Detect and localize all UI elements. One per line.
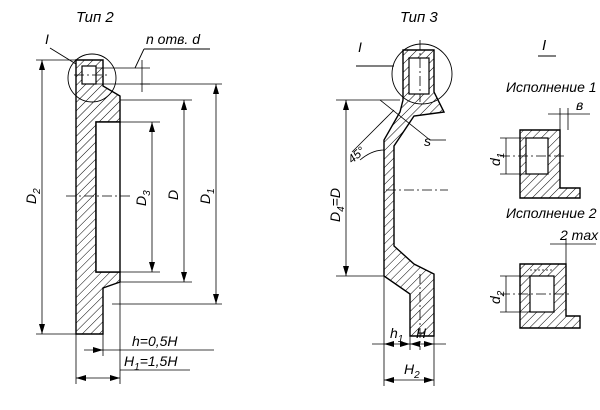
type2-d1-label: D1 [197, 188, 217, 204]
type2-view: Тип 2 I n отв. d D2 D3 [23, 9, 222, 384]
type2-holes-leader [134, 48, 145, 69]
detail-variant2-max-label: 2 max [559, 227, 599, 243]
type2-detail-circle [67, 53, 117, 103]
type2-d3-label: D3 [133, 190, 153, 206]
type2-d2-label: D2 [23, 188, 43, 204]
type2-detail-leader [49, 47, 77, 65]
detail-variant2-label: Исполнение 2 [506, 205, 597, 221]
type3-hole [408, 57, 430, 95]
type3-flange-section [383, 49, 446, 337]
type2-detail-label: I [45, 31, 49, 47]
detail-view: I Исполнение 1 в d1 Исполнение 2 2 max d… [487, 37, 599, 329]
detail-variant1-label: Исполнение 1 [506, 79, 597, 95]
type3-h1-label: h1 [390, 325, 403, 345]
type3-s-label: s [424, 133, 431, 149]
detail-variant2-d2-label: d2 [487, 290, 507, 304]
type2-holes-label: n отв. d [146, 31, 201, 47]
type3-h-label: H [416, 325, 427, 341]
type3-title: Тип 3 [400, 9, 438, 26]
type3-d4-label: D4=D [327, 188, 347, 222]
type2-h-note: h=0,5H [132, 333, 178, 349]
type3-angle-line [351, 109, 395, 153]
type3-view: Тип 3 I D4=D 45° s h1 H [327, 9, 453, 386]
type2-h1-note: H1=1,5H [124, 353, 178, 373]
type3-detail-label: I [358, 39, 362, 55]
detail-variant1-d1-label: d1 [487, 153, 507, 166]
type3-h2-label: H2 [404, 361, 420, 381]
type3-s-dim-line [379, 99, 431, 141]
type3-angle-arc [359, 149, 385, 161]
detail-variant1-b-label: в [576, 97, 583, 113]
type2-d-label: D [165, 190, 181, 200]
type3-detail-circle [391, 43, 453, 105]
type2-title: Тип 2 [76, 9, 114, 26]
type3-angle-label: 45° [345, 144, 368, 167]
detail-title: I [542, 37, 546, 54]
type2-bore [95, 121, 121, 273]
